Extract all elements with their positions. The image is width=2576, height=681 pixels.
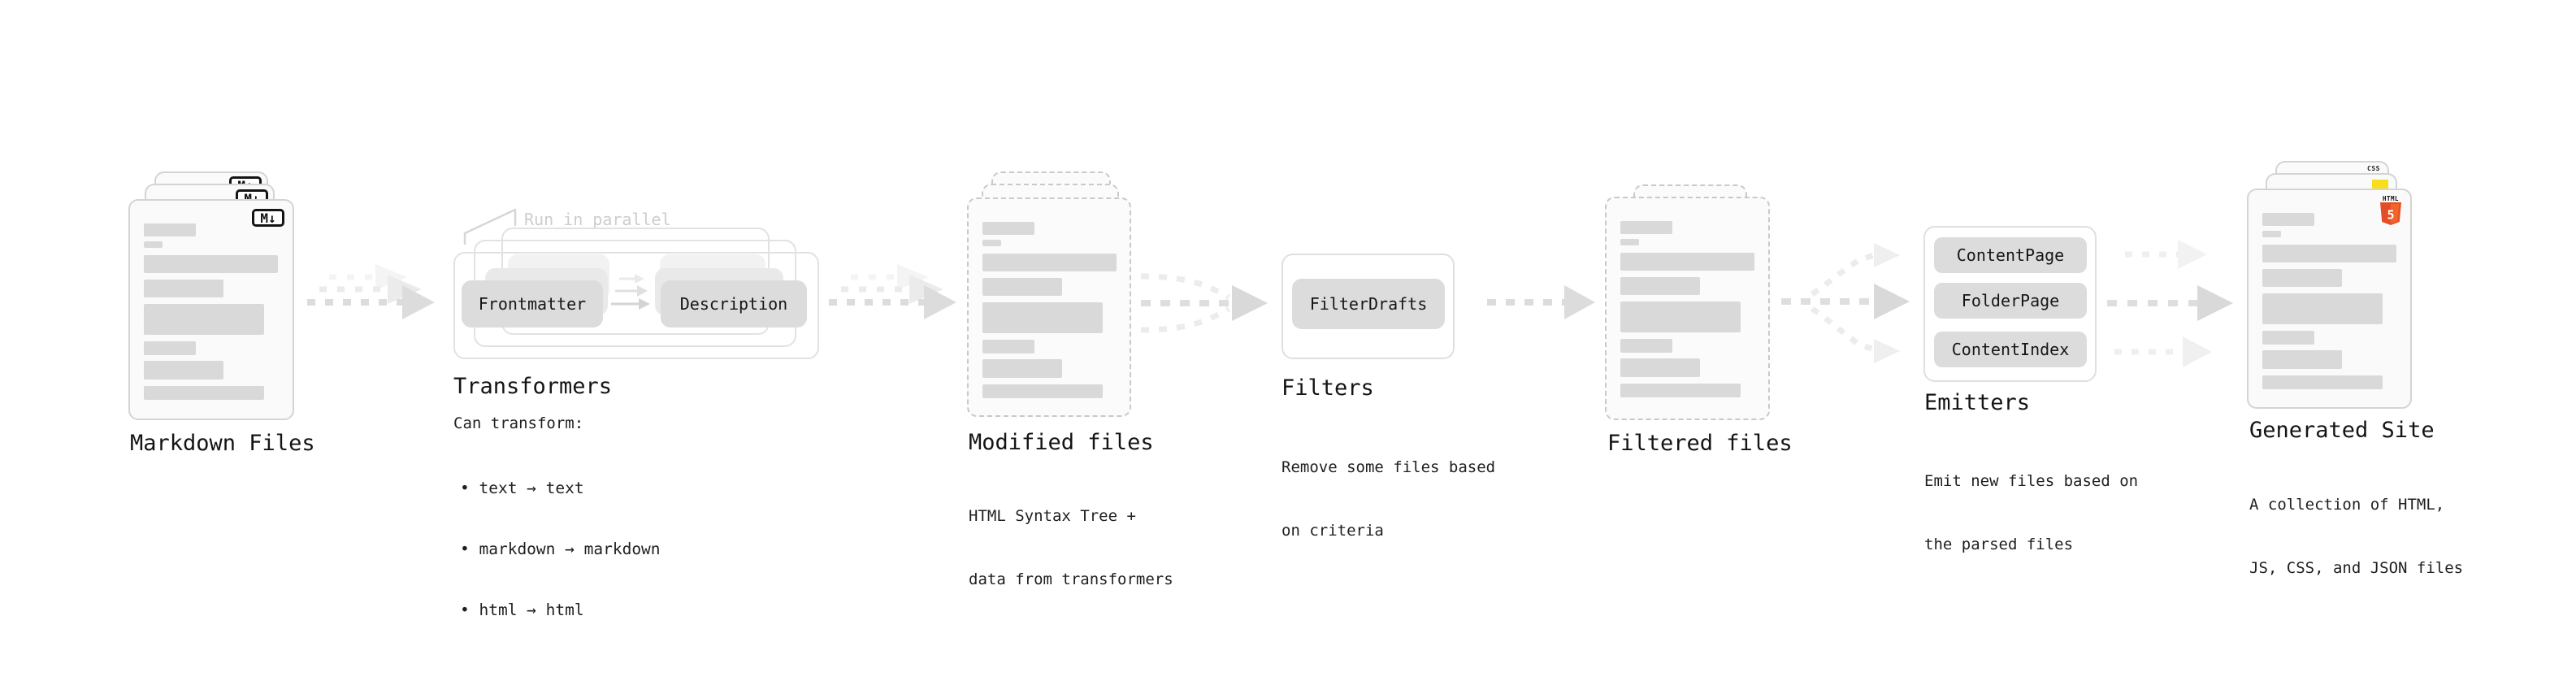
section-title-generated-site: Generated Site <box>2249 418 2435 443</box>
arrow-emitters-to-generated <box>2107 240 2233 367</box>
section-title-filters: Filters <box>1281 375 1374 401</box>
file-card-front: M↓ <box>128 199 294 420</box>
bullet-item: • markdown → markdown <box>460 540 661 558</box>
file-card-front <box>1605 197 1770 420</box>
transformer-frame-front <box>453 252 819 359</box>
transformer-pill-frontmatter: Frontmatter <box>462 280 603 327</box>
html5-shield: 5 <box>2380 202 2401 225</box>
generated-site-description: A collection of HTML, JS, CSS, and JSON … <box>2249 452 2463 621</box>
file-card-front: HTML 5 <box>2247 189 2412 409</box>
placeholder-line <box>144 280 223 297</box>
placeholder-line <box>2262 213 2314 226</box>
placeholder-line <box>2262 331 2314 345</box>
placeholder-line <box>1620 239 1639 245</box>
placeholder-line <box>1620 358 1700 377</box>
emitters-description: Emit new files based on the parsed files <box>1924 428 2138 597</box>
placeholder-line <box>2262 231 2281 237</box>
markdown-icon: M↓ <box>252 209 284 227</box>
svg-text:5: 5 <box>2387 208 2394 223</box>
section-title-filtered-files: Filtered files <box>1607 431 1793 456</box>
description-line: Remove some files based <box>1281 458 1496 476</box>
placeholder-line <box>1620 301 1741 332</box>
pill-label: FolderPage <box>1961 291 2060 310</box>
placeholder-line <box>144 304 264 335</box>
placeholder-line <box>144 241 163 248</box>
placeholder-line <box>982 359 1062 378</box>
section-title-modified-files: Modified files <box>969 430 1154 455</box>
html5-icon: HTML 5 <box>2379 195 2402 228</box>
transformers-subtitle: Can transform: <box>453 414 584 432</box>
description-line: data from transformers <box>969 570 1173 588</box>
placeholder-line <box>2262 293 2383 324</box>
placeholder-line <box>982 384 1103 398</box>
pill-label: Frontmatter <box>478 294 587 314</box>
placeholder-line <box>1620 221 1672 234</box>
run-in-parallel-annotation: Run in parallel <box>524 210 671 229</box>
description-line: JS, CSS, and JSON files <box>2249 559 2464 577</box>
arrow-modified-to-filters-merge <box>1140 273 1268 333</box>
placeholder-line <box>1620 339 1672 353</box>
arrow-filtered-to-emitters-split <box>1781 243 1910 363</box>
bullet-item: • text → text <box>460 479 584 497</box>
placeholder-line <box>1620 253 1754 271</box>
file-card-front <box>967 197 1131 417</box>
placeholder-line <box>2262 375 2383 389</box>
bullet-item: • html → html <box>460 601 584 619</box>
placeholder-line <box>982 222 1034 235</box>
arrow-filters-to-filtered <box>1487 285 1595 319</box>
filters-description: Remove some files based on criteria <box>1281 414 1495 583</box>
placeholder-line <box>2262 269 2342 287</box>
placeholder-line <box>1620 384 1741 397</box>
placeholder-line <box>144 341 196 355</box>
placeholder-line <box>2262 350 2342 369</box>
placeholder-line <box>1620 277 1700 295</box>
transformer-pill-description: Description <box>661 280 807 327</box>
placeholder-line <box>144 255 278 273</box>
description-line: HTML Syntax Tree + <box>969 507 1136 525</box>
placeholder-line <box>982 302 1103 333</box>
placeholder-line <box>982 278 1062 296</box>
placeholder-line <box>144 223 196 236</box>
arrow-transformers-to-modified <box>829 264 956 319</box>
placeholder-line <box>982 340 1034 354</box>
pill-label: FilterDrafts <box>1309 294 1428 314</box>
section-title-markdown-files: Markdown Files <box>130 431 315 456</box>
emitter-pill-contentindex: ContentIndex <box>1934 332 2087 367</box>
placeholder-line <box>144 386 264 400</box>
css-badge-label: CSS <box>2367 165 2380 172</box>
pill-label: Description <box>679 294 788 314</box>
section-title-emitters: Emitters <box>1924 390 2031 415</box>
description-line: A collection of HTML, <box>2249 496 2445 514</box>
emitter-pill-folderpage: FolderPage <box>1934 283 2087 319</box>
modified-files-description: HTML Syntax Tree + data from transformer… <box>969 463 1173 632</box>
placeholder-line <box>982 254 1117 271</box>
transformers-bullet-list: • text → text • markdown → markdown • ht… <box>460 437 661 661</box>
placeholder-line <box>982 240 1001 246</box>
placeholder-line <box>144 361 223 380</box>
placeholder-line <box>2262 245 2396 262</box>
section-title-transformers: Transformers <box>453 374 613 399</box>
markdown-badge-label: M↓ <box>260 210 276 226</box>
html5-badge-label: HTML <box>2382 195 2400 202</box>
filter-pill-filterdrafts: FilterDrafts <box>1292 279 1445 329</box>
pill-label: ContentPage <box>1956 245 2065 265</box>
description-line: Emit new files based on <box>1924 472 2139 490</box>
description-line: on criteria <box>1281 522 1384 540</box>
javascript-icon <box>2372 180 2388 190</box>
emitter-pill-contentpage: ContentPage <box>1934 237 2087 273</box>
description-line: the parsed files <box>1924 536 2074 553</box>
arrow-markdown-to-transformers <box>307 264 435 319</box>
pill-label: ContentIndex <box>1951 340 2070 359</box>
